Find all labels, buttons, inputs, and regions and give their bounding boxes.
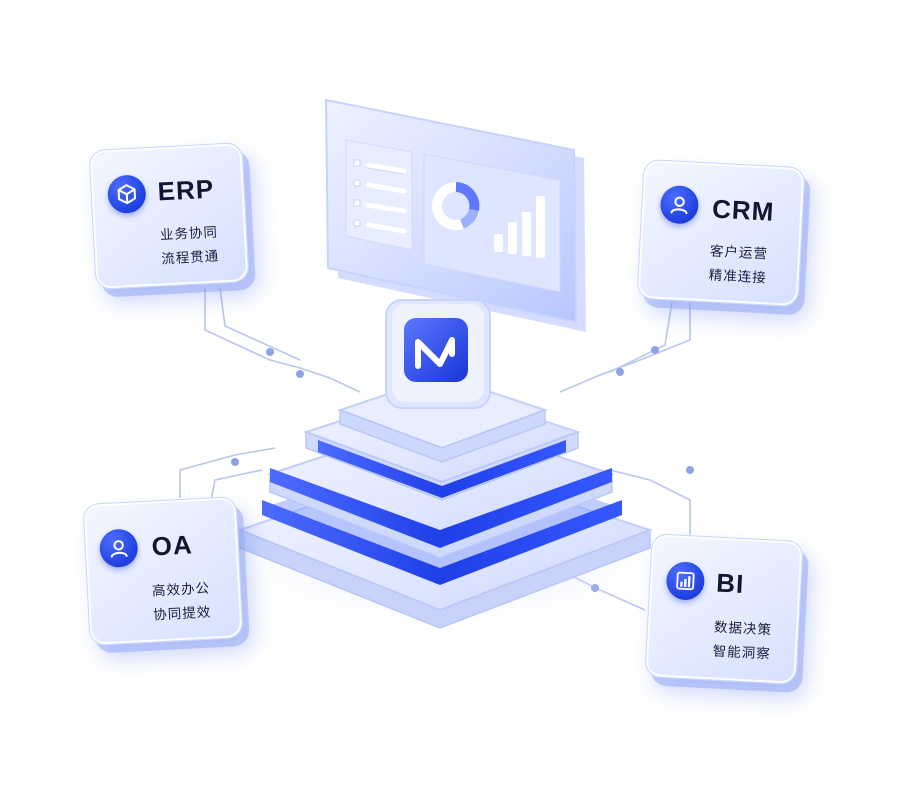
crm-line-2: 精准连接: [708, 267, 768, 287]
crm-title: CRM: [711, 193, 776, 227]
crm-card[interactable]: CRM 客户运营 精准连接: [636, 158, 806, 308]
erp-line-1: 业务协同: [159, 224, 219, 244]
bar-chart-graphic: [494, 196, 545, 258]
donut-chart-icon: [432, 182, 480, 230]
user-icon: [98, 528, 139, 569]
oa-line-1: 高效办公: [151, 580, 211, 600]
user-icon: [659, 184, 700, 225]
oa-line-2: 协同提效: [152, 604, 212, 624]
bi-line-2: 智能洞察: [712, 643, 772, 663]
bi-title: BI: [715, 567, 746, 600]
list-lines: [365, 162, 407, 234]
erp-line-2: 流程贯通: [160, 248, 220, 268]
n-logo-cube: [385, 299, 491, 409]
bi-line-1: 数据决策: [713, 619, 773, 639]
oa-card[interactable]: OA 高效办公 协同提效: [82, 496, 244, 646]
n-logo-icon: [404, 318, 468, 382]
dashboard-monitor: [324, 98, 586, 332]
oa-title: OA: [150, 529, 194, 562]
erp-title: ERP: [156, 173, 215, 207]
erp-card[interactable]: ERP 业务协同 流程贯通: [88, 142, 250, 290]
bi-card[interactable]: BI 数据决策 智能洞察: [644, 533, 804, 685]
crm-line-1: 客户运营: [709, 243, 769, 263]
cube-icon: [106, 174, 147, 215]
bar-chart-icon: [665, 560, 706, 601]
